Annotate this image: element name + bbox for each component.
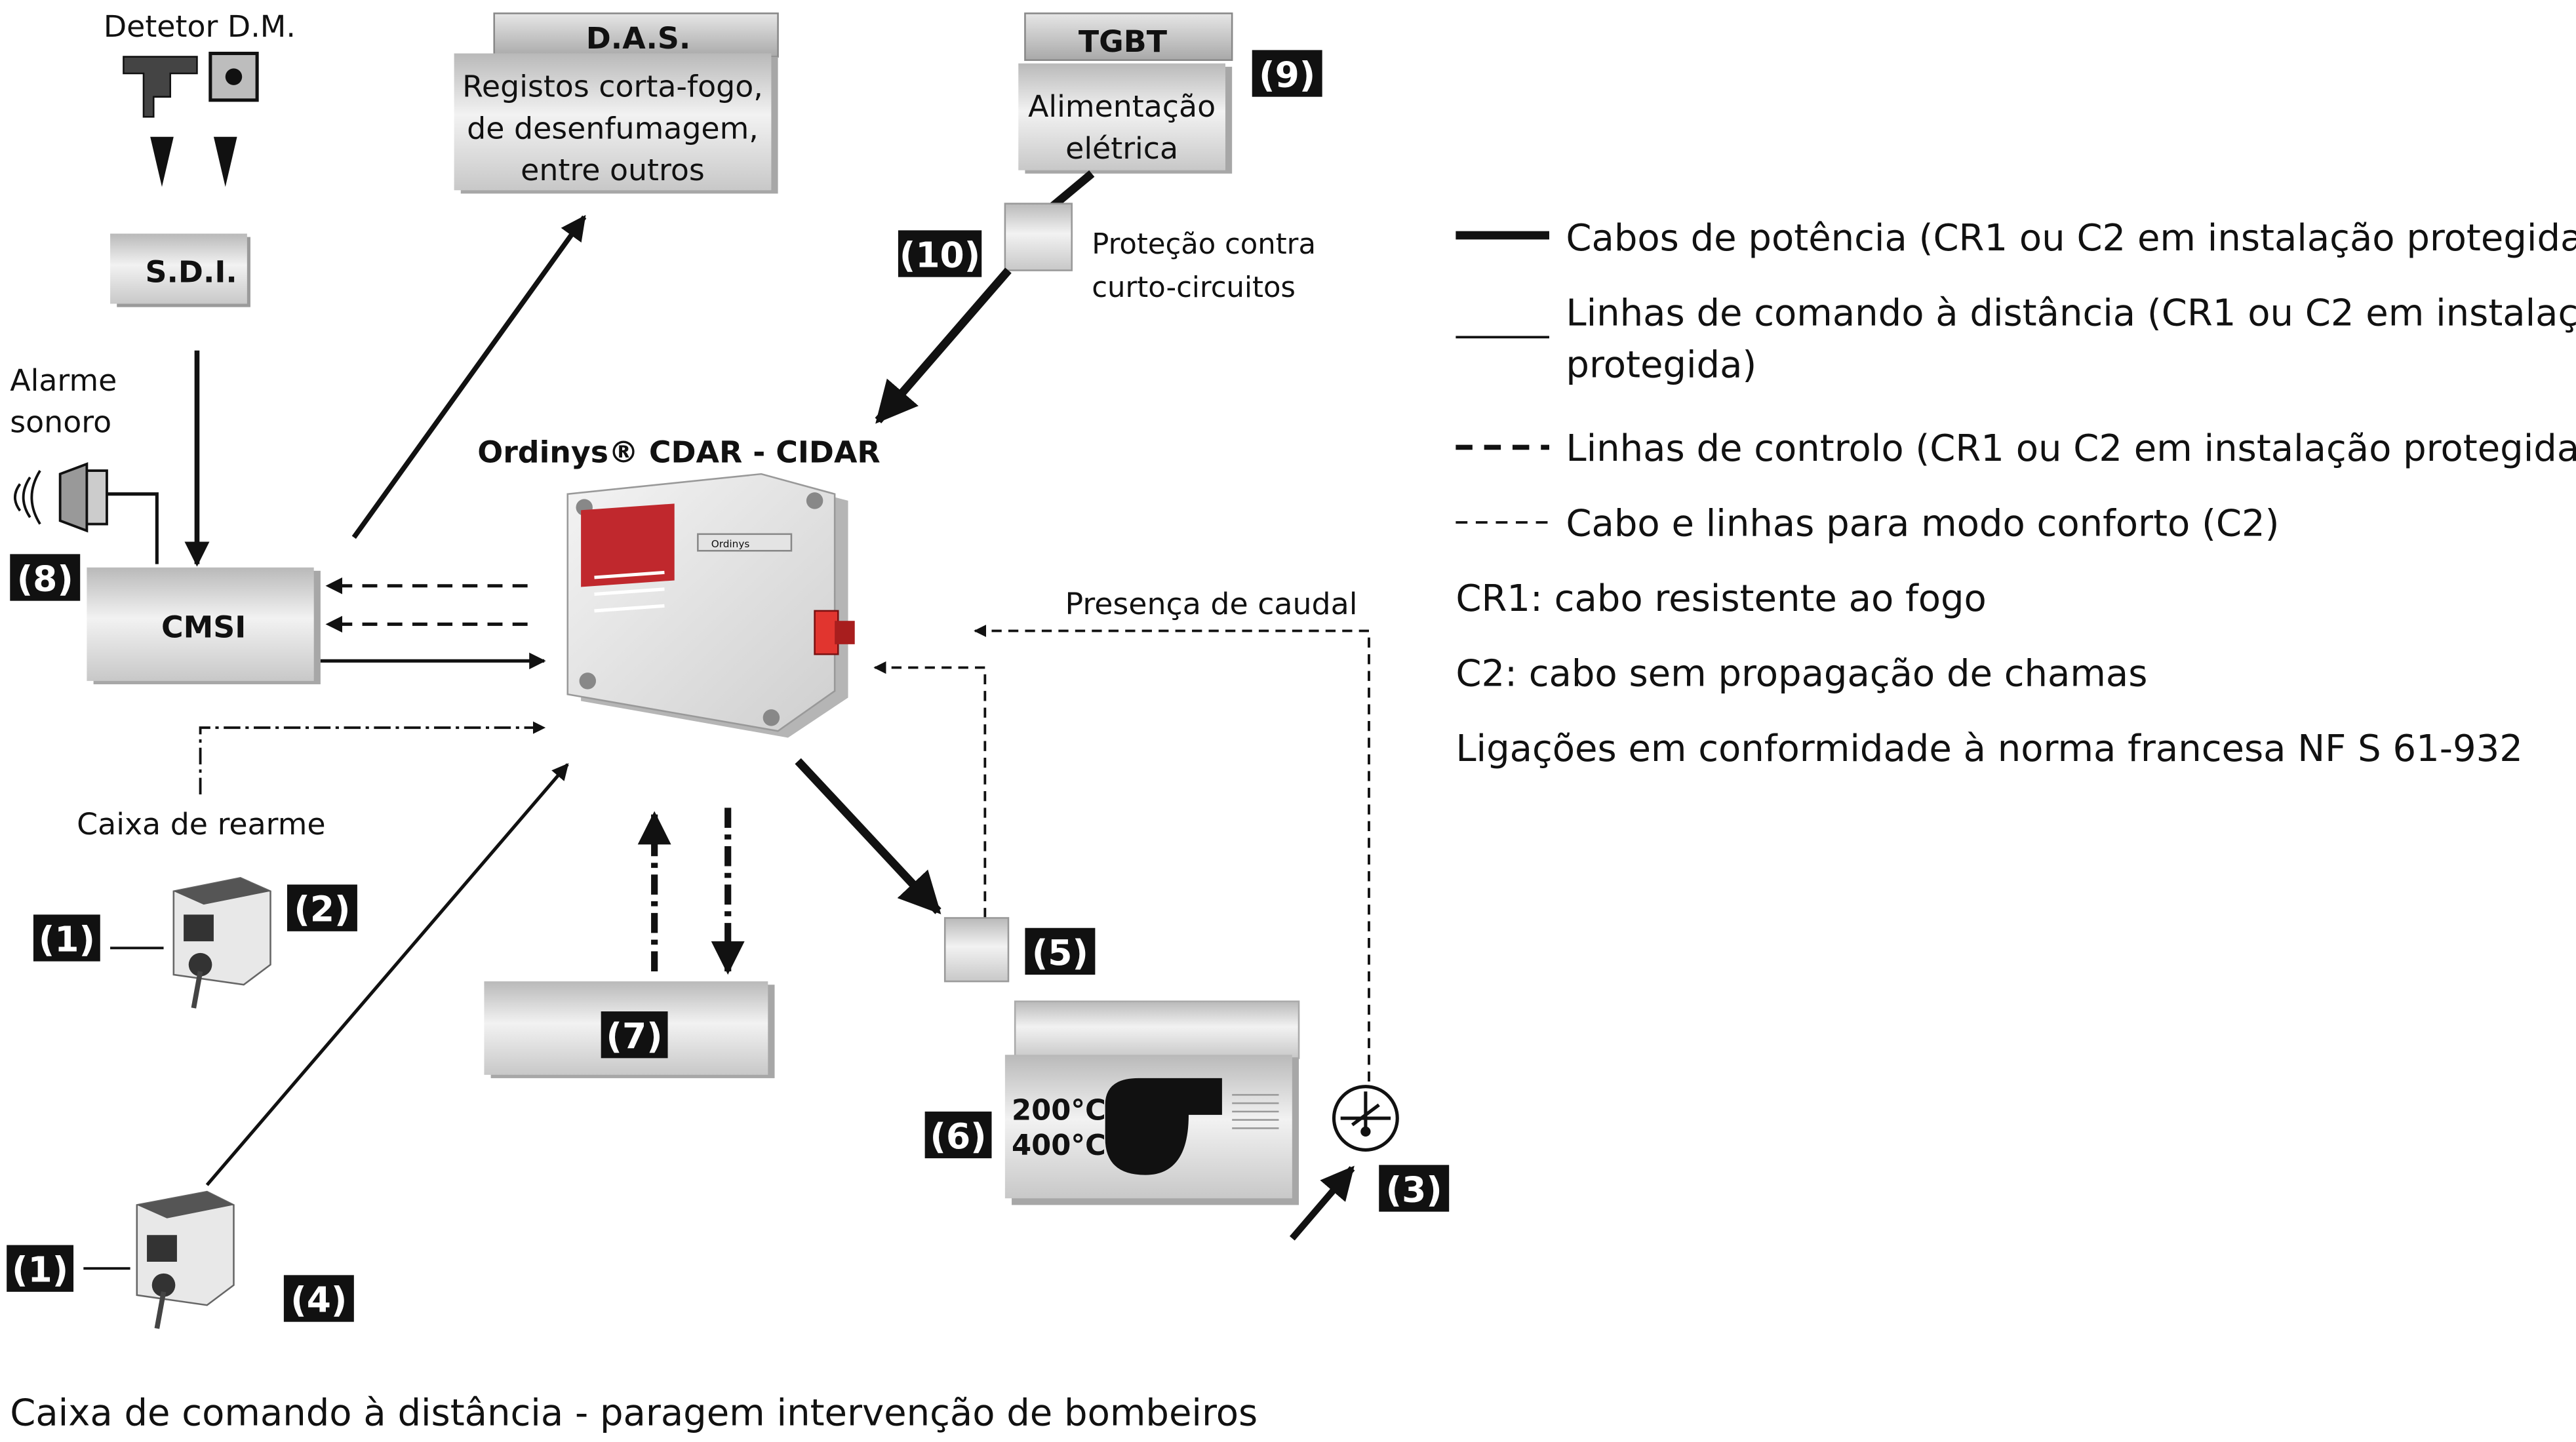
local-switch-box [943,917,1010,983]
badge-9: (9) [1252,50,1322,97]
fan-icon [1105,1078,1222,1175]
reset-box-label: Caixa de rearme [77,806,325,842]
legend-power: Cabos de potência (CR1 ou C2 em instalaç… [1566,217,2576,260]
tgbt-title: TGBT [1079,24,1168,59]
das-box: D.A.S. Registos corta-fogo, de desenfuma… [454,12,779,194]
alarm-to-cmsi-line [106,492,159,564]
product-title: Ordinys® CDAR - CIDAR [477,434,880,469]
sdi-label: S.D.I. [146,254,237,289]
cmsi-to-das-line [351,214,587,539]
badge-1-top: (1) [33,914,100,962]
device-7-box: (7) [484,981,775,1078]
svg-text:(3): (3) [1386,1169,1442,1210]
svg-text:(9): (9) [1259,54,1315,95]
badge-5: (5) [1025,927,1096,975]
reset-box-to-enclosure-line [199,721,546,795]
das-line3: entre outros [521,152,705,187]
legend-norm: Ligações em conformidade à norma frances… [1456,728,2523,770]
tgbt-to-protection-line [1049,170,1095,210]
key-switch-icon [136,1190,235,1329]
sdi-box: S.D.I. [110,233,250,307]
cmsi-box: CMSI [87,567,321,684]
isolator-handle [814,610,839,655]
legend-control: Linhas de controlo (CR1 ou C2 em instala… [1566,427,2576,470]
detector-arrow-left [150,136,174,187]
firefighter-box-to-enclosure-line [205,763,569,1186]
bottom-caption: Caixa de comando à distância - paragem i… [10,1392,1258,1435]
badge-10: (10) [898,230,982,277]
legend-c2: C2: cabo sem propagação de chamas [1456,653,2147,695]
legend-remote-1: Linhas de comando à distância (CR1 ou C2… [1566,292,2576,335]
alarm-label-1: Alarme [10,362,117,398]
temp-200: 200°C [1012,1095,1106,1127]
protection-box [1004,203,1073,271]
svg-text:(2): (2) [294,889,350,930]
warning-label [581,503,675,587]
flow-sensor-icon [1332,1085,1399,1152]
svg-text:(4): (4) [290,1279,347,1320]
enclosure-brand: Ordinys [711,538,750,550]
svg-text:(1): (1) [12,1249,68,1291]
temp-400: 400°C [1012,1129,1106,1162]
cdar-enclosure: Ordinys [566,473,855,738]
power-to-enclosure-line [875,267,1012,424]
flow-label: Presença de caudal [1065,586,1358,621]
svg-text:(8): (8) [17,558,73,599]
badge-8: (8) [10,554,81,601]
badge-3: (3) [1379,1165,1450,1212]
vent-grille [1232,1094,1279,1129]
smoke-detector-icon [123,51,259,118]
badge-4: (4) [283,1275,354,1322]
cmsi-label: CMSI [161,610,246,645]
detector-arrow-right [213,136,237,187]
das-line2: de desenfumagem, [467,110,759,146]
airflow-arrow [1289,1165,1355,1241]
legend-remote-2: protegida) [1566,343,1756,386]
legend-comfort: Cabo e linhas para modo conforto (C2) [1566,502,2279,545]
tgbt-line2: elétrica [1065,130,1178,166]
svg-text:(6): (6) [930,1116,987,1157]
fan-unit: 200°C 400°C [1004,1000,1300,1205]
badge-1-bottom: (1) [7,1245,74,1292]
das-title: D.A.S. [586,20,691,56]
protection-line2: curto-circuitos [1092,271,1296,304]
protection-line1: Proteção contra [1092,228,1316,261]
svg-text:(1): (1) [39,918,95,960]
svg-text:(5): (5) [1032,932,1088,973]
speaker-icon [14,462,108,533]
legend-cr1: CR1: cabo resistente ao fogo [1456,577,1986,620]
enclosure-to-switch-line [795,758,941,914]
tgbt-line1: Alimentação [1028,88,1216,124]
alarm-label-2: sonoro [10,404,111,439]
key-switch-icon [172,877,271,1009]
legend: Cabos de potência (CR1 ou C2 em instalaç… [1456,217,2576,770]
badge-2: (2) [287,884,357,931]
badge-6: (6) [924,1111,992,1159]
tgbt-box: TGBT Alimentação elétrica [1018,12,1233,174]
svg-text:(10): (10) [900,234,980,275]
detector-label: Detetor D.M. [104,9,296,44]
badge-7: (7) [606,1015,663,1057]
switch-feedback-line [873,661,987,918]
das-line1: Registos corta-fogo, [462,69,763,104]
